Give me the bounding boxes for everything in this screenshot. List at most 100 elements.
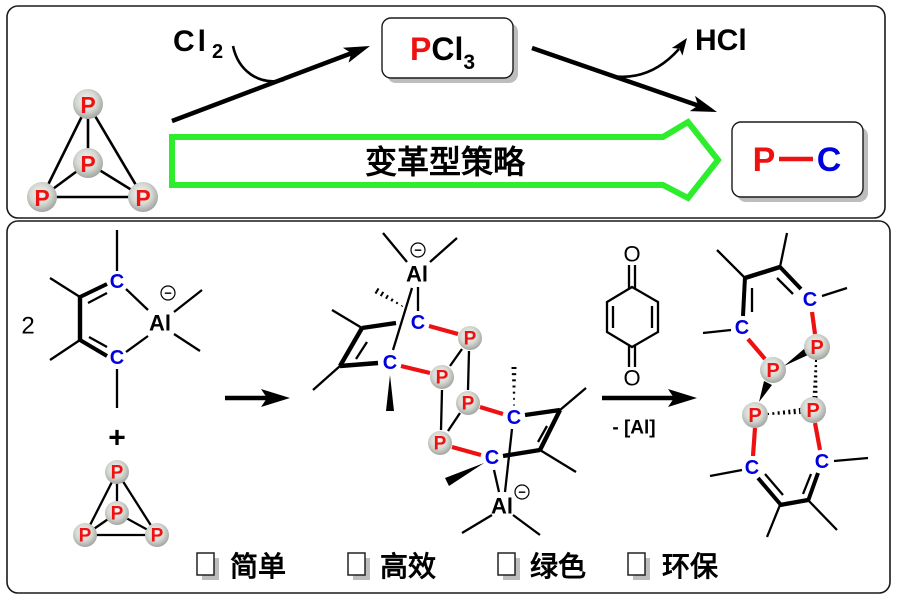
c-al-bond [125, 335, 149, 353]
charge-sign: − [164, 286, 172, 301]
c-p-bond [809, 311, 818, 335]
arrow-head-icon [689, 95, 717, 112]
carbon-atom-label: C [485, 447, 499, 469]
double-bond-outer [538, 409, 562, 451]
p-p-bond [466, 350, 471, 391]
bottom-panel-frame [6, 220, 891, 594]
al-c-bond [391, 287, 414, 351]
double-bond-outer [741, 276, 747, 317]
methyl-bond [702, 328, 732, 335]
double-bond-outer [78, 338, 109, 358]
carbon-atom-label: C [507, 407, 521, 429]
quinone-ring [605, 285, 660, 349]
arrow-head-icon [261, 389, 290, 407]
atom-label: P [111, 504, 124, 525]
arrow-head-icon [668, 389, 697, 407]
hash-stroke [374, 287, 380, 295]
benzoquinone: O O [605, 242, 660, 391]
phosphorus-atom: P [458, 326, 482, 350]
atom-label: P [806, 400, 819, 422]
checklist-label: 高效 [380, 551, 436, 582]
c-al-bond [125, 288, 149, 311]
methyl-bond [331, 309, 363, 329]
charge-ring [160, 285, 176, 301]
p-p-bond [116, 471, 158, 536]
atom-sphere [145, 523, 169, 547]
reagent-cl2-symbol: Cl [173, 25, 209, 58]
atom-label: P [151, 526, 164, 547]
atom-label: P [766, 360, 779, 382]
aluminacyclopentadiene: C C Al − [49, 230, 203, 408]
atom-label: P [462, 394, 475, 415]
p4-tetrahedron-reagent: P P P P [73, 460, 169, 547]
al-methyl-bond [512, 514, 541, 536]
double-bond-outer [806, 472, 820, 502]
atom-label: P [436, 368, 449, 389]
hash-stroke [379, 291, 385, 297]
atom-sphere [73, 523, 97, 547]
carbon-atom-label: C [803, 289, 817, 311]
double-bond-inner [536, 425, 549, 443]
charge-ring [410, 242, 426, 258]
phosphorus-atom: P [128, 182, 158, 212]
c-p-bond [400, 363, 431, 376]
hash-stroke [395, 301, 399, 305]
phosphorus-atom: P [105, 460, 129, 484]
al-methyl-bond [173, 333, 201, 352]
checkbox [196, 552, 215, 576]
phosphorus-atom: P [105, 501, 129, 525]
methyl-bond [709, 468, 743, 478]
carbon-atom-label: C [815, 451, 829, 473]
atom-sphere [128, 182, 158, 212]
aluminum-atom-label: Al [149, 311, 171, 336]
pcl3-subscript: 3 [463, 51, 475, 74]
bold-bond [524, 407, 561, 418]
atom-sphere [73, 89, 103, 119]
pc-bond-node: P C [731, 121, 868, 202]
checklist-label: 绿色 [530, 550, 586, 582]
atom-label: P [80, 151, 95, 177]
p-c-bond [812, 422, 823, 451]
oxygen-atom-label: O [623, 242, 640, 267]
methyl-bond [312, 365, 341, 391]
wedge-bond [784, 349, 808, 366]
atom-label: P [434, 434, 447, 455]
atom-label: P [810, 337, 823, 359]
bold-bond [339, 360, 379, 369]
checklist-item: 绿色 [497, 550, 586, 582]
phosphorus-atom: P [742, 402, 768, 428]
al-methyl-bond [429, 237, 458, 263]
p-p-bond [449, 348, 463, 367]
reagent-curve-arrow [231, 45, 285, 83]
arrow-condition-label: - [Al] [612, 418, 655, 439]
hashed-bond [812, 359, 818, 399]
carbon-atom-label: C [411, 312, 425, 334]
c-p-bond [479, 404, 504, 417]
checklist-label: 环保 [662, 551, 719, 582]
atom-label: P [464, 329, 477, 350]
atom-label: P [80, 92, 95, 118]
atom-sphere [458, 326, 482, 350]
hash-stroke [385, 294, 389, 300]
plus-sign: + [108, 422, 126, 455]
charge-ring [514, 484, 530, 500]
c-al-bond [503, 428, 514, 493]
atom-label: P [135, 185, 150, 211]
al-methyl-bond [382, 232, 408, 263]
p-c-bond [750, 427, 758, 457]
phosphorus-atom: P [73, 89, 103, 119]
byproduct-hcl: HCl [695, 24, 747, 57]
feature-checklist: 简单 高效 绿色 环保 [196, 550, 719, 582]
carbon-atom-label: C [110, 271, 124, 293]
atom-sphere [430, 365, 454, 389]
methyl-bond [833, 456, 869, 463]
atom-sphere [742, 402, 768, 428]
wedge-bond [386, 375, 394, 411]
p-p-bond [86, 103, 145, 198]
double-bond-inner [764, 473, 784, 496]
phosphorus-atom: P [73, 523, 97, 547]
coupling-arrow: HCl [531, 24, 747, 112]
checkbox [497, 552, 516, 576]
carbon-atom-label: C [383, 352, 397, 374]
